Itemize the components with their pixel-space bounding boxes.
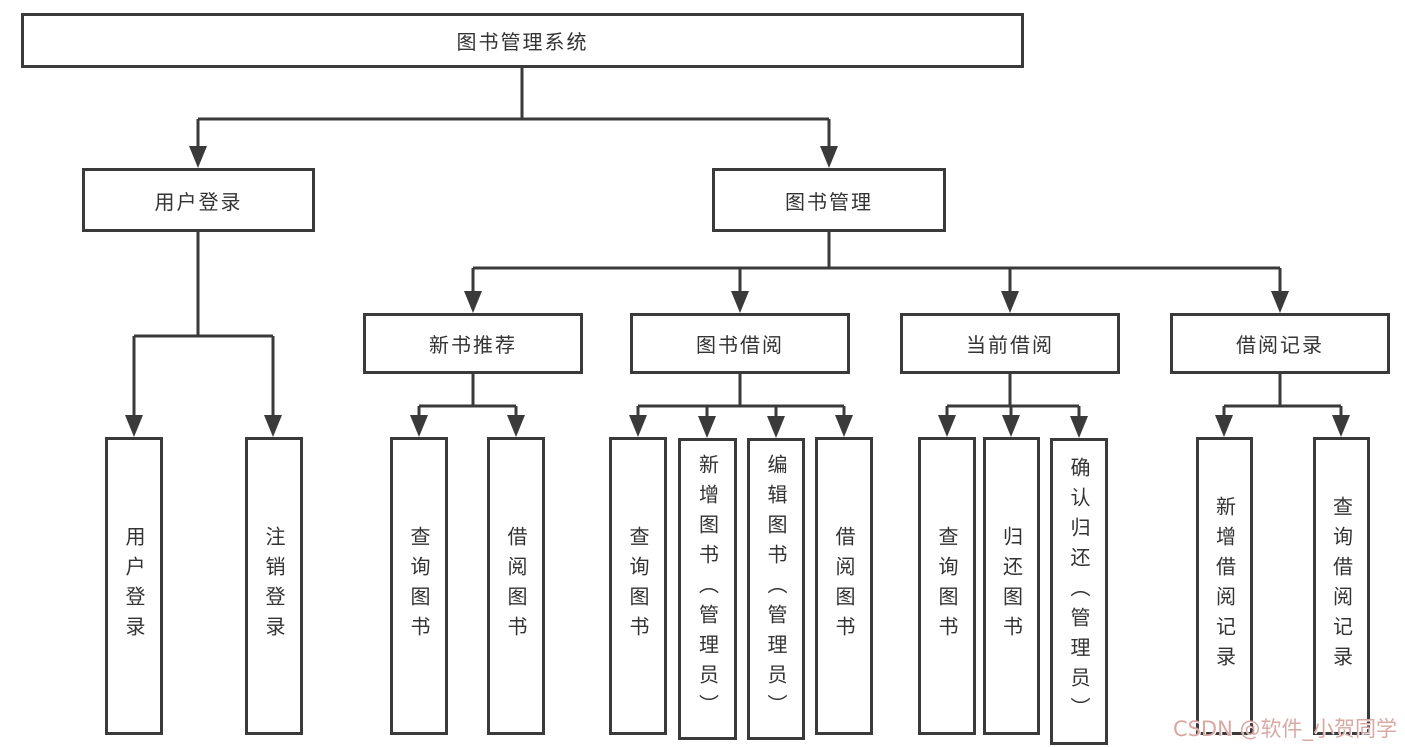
node-bb-query-book: 查询图书 xyxy=(609,437,667,735)
node-bb-edit-book: 编辑图书（管理员） xyxy=(747,438,805,740)
node-new-book-rec: 新书推荐 xyxy=(363,313,583,374)
node-current-borrow-label: 当前借阅 xyxy=(966,333,1054,357)
node-current-borrow: 当前借阅 xyxy=(900,313,1120,374)
node-bb-add-book-label: 新增图书（管理员） xyxy=(695,454,720,724)
node-cur-confirm-return: 确认归还（管理员） xyxy=(1050,438,1108,745)
node-cur-query-book-label: 查询图书 xyxy=(935,526,959,646)
node-root: 图书管理系统 xyxy=(21,13,1024,68)
node-bb-edit-book-label: 编辑图书（管理员） xyxy=(764,454,788,724)
node-user-login-label: 用户登录 xyxy=(154,189,243,214)
node-bb-add-book: 新增图书（管理员） xyxy=(678,438,737,740)
node-book-borrow-label: 图书借阅 xyxy=(696,333,784,357)
node-book-mgmt-label: 图书管理 xyxy=(785,189,873,214)
node-br-add-record-label: 新增借阅记录 xyxy=(1212,496,1237,676)
node-root-label: 图书管理系统 xyxy=(456,30,589,54)
node-br-query-record: 查询借阅记录 xyxy=(1313,437,1370,735)
node-bb-borrow-book: 借阅图书 xyxy=(815,437,873,735)
node-borrow-record: 借阅记录 xyxy=(1170,313,1390,374)
node-br-add-record: 新增借阅记录 xyxy=(1196,437,1253,735)
node-new-book-rec-label: 新书推荐 xyxy=(429,333,517,357)
node-rec-query-book: 查询图书 xyxy=(390,437,448,735)
node-borrow-record-label: 借阅记录 xyxy=(1236,333,1324,357)
node-book-mgmt: 图书管理 xyxy=(712,168,946,232)
node-user-login: 用户登录 xyxy=(82,168,315,232)
node-rec-borrow-book: 借阅图书 xyxy=(487,437,545,735)
node-logout-leaf: 注销登录 xyxy=(245,437,303,735)
node-cur-confirm-return-label: 确认归还（管理员） xyxy=(1067,456,1091,727)
node-cur-return-book: 归还图书 xyxy=(983,437,1040,735)
node-logout-leaf-label: 注销登录 xyxy=(262,526,286,646)
node-cur-return-book-label: 归还图书 xyxy=(999,526,1024,646)
watermark-text: CSDN @软件_小贺同学 xyxy=(1172,717,1397,741)
node-br-query-record-label: 查询借阅记录 xyxy=(1329,496,1354,676)
node-user-login-leaf-label: 用户登录 xyxy=(122,526,146,646)
node-book-borrow: 图书借阅 xyxy=(630,313,850,374)
node-rec-borrow-book-label: 借阅图书 xyxy=(504,526,528,646)
node-user-login-leaf: 用户登录 xyxy=(105,437,163,735)
node-bb-borrow-book-label: 借阅图书 xyxy=(832,526,856,646)
node-bb-query-book-label: 查询图书 xyxy=(626,526,650,646)
node-cur-query-book: 查询图书 xyxy=(918,437,976,735)
node-rec-query-book-label: 查询图书 xyxy=(407,526,431,646)
